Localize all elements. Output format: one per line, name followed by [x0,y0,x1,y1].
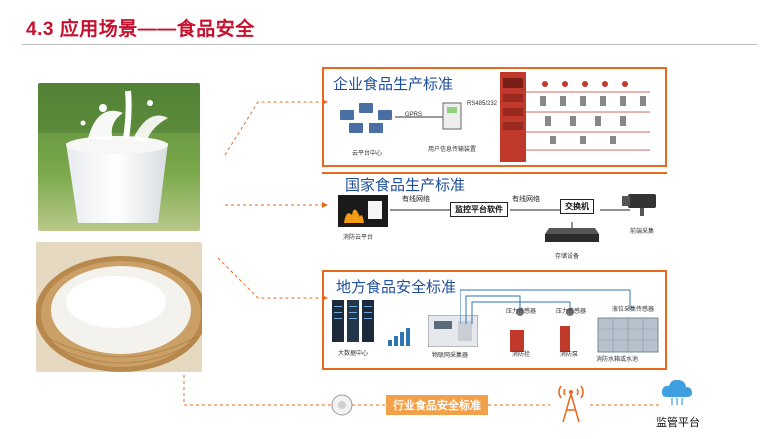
pump-label: 消防泵 [560,352,579,358]
enterprise-panel [322,67,667,167]
national-panel [322,172,667,260]
enterprise-panel-title: 企业食品生产标准 [333,76,454,93]
level-sensor-label: 液位采集传感器 [612,307,655,313]
rs-label: RS485/232 [467,101,498,107]
local-panel-title: 地方食品安全标准 [336,279,457,296]
smoke-detector-icon [331,394,353,416]
local-panel [322,270,667,370]
storage-label: 存储设备 [555,254,580,260]
national-lines [390,209,630,211]
cloud-platform-icon [661,379,692,405]
enterprise-network-graphic [340,102,462,133]
camera-icon [622,194,656,216]
title-divider [22,44,757,45]
regulatory-platform-label: 监管平台 [656,417,700,429]
national-panel-title: 国家食品生产标准 [345,177,466,194]
rice-photo [36,242,202,372]
industry-standard-label: 行业食品安全标准 [386,395,488,415]
bigdata-server-graphic [332,300,374,342]
fire-cloud-graphic [338,195,388,227]
iot-collector-graphic [428,315,478,347]
sensor-network-graphic [460,289,659,353]
signal-bars-icon [388,328,410,346]
storage-device-graphic [545,222,599,242]
tank-label: 消防水箱或水池 [596,357,639,363]
monitor-software-box: 监控平台软件 [450,202,508,217]
gprs-label: GPRS [405,112,423,118]
enterprise-cabinet-graphic [500,72,650,162]
switch-box: 交换机 [560,199,594,214]
cloud-center-label: 云平台中心 [352,151,383,157]
pressure-sensor-label-2: 压力传感器 [556,309,587,315]
front-capture-label: 前端采集 [630,229,655,235]
iot-collector-label: 物联网采集器 [432,353,469,359]
pressure-sensor-label-1: 压力传感器 [506,309,537,315]
wired-network-label-2: 有线网络 [512,196,540,203]
connector-milk-enterprise [224,101,322,156]
signal-tower-icon [558,385,584,423]
device-label: 用户信息传输装置 [428,147,477,153]
wired-network-label-1: 有线网络 [402,196,430,203]
milk-photo [38,83,200,231]
connector-rice-local [217,257,322,299]
page-title: 4.3 应用场景——食品安全 [26,19,255,40]
connector-rice-bottom [183,375,340,406]
hydrant-label: 消防栓 [512,352,531,358]
bigdata-label: 大数据中心 [338,351,369,357]
fire-cloud-label: 消防云平台 [343,235,374,241]
